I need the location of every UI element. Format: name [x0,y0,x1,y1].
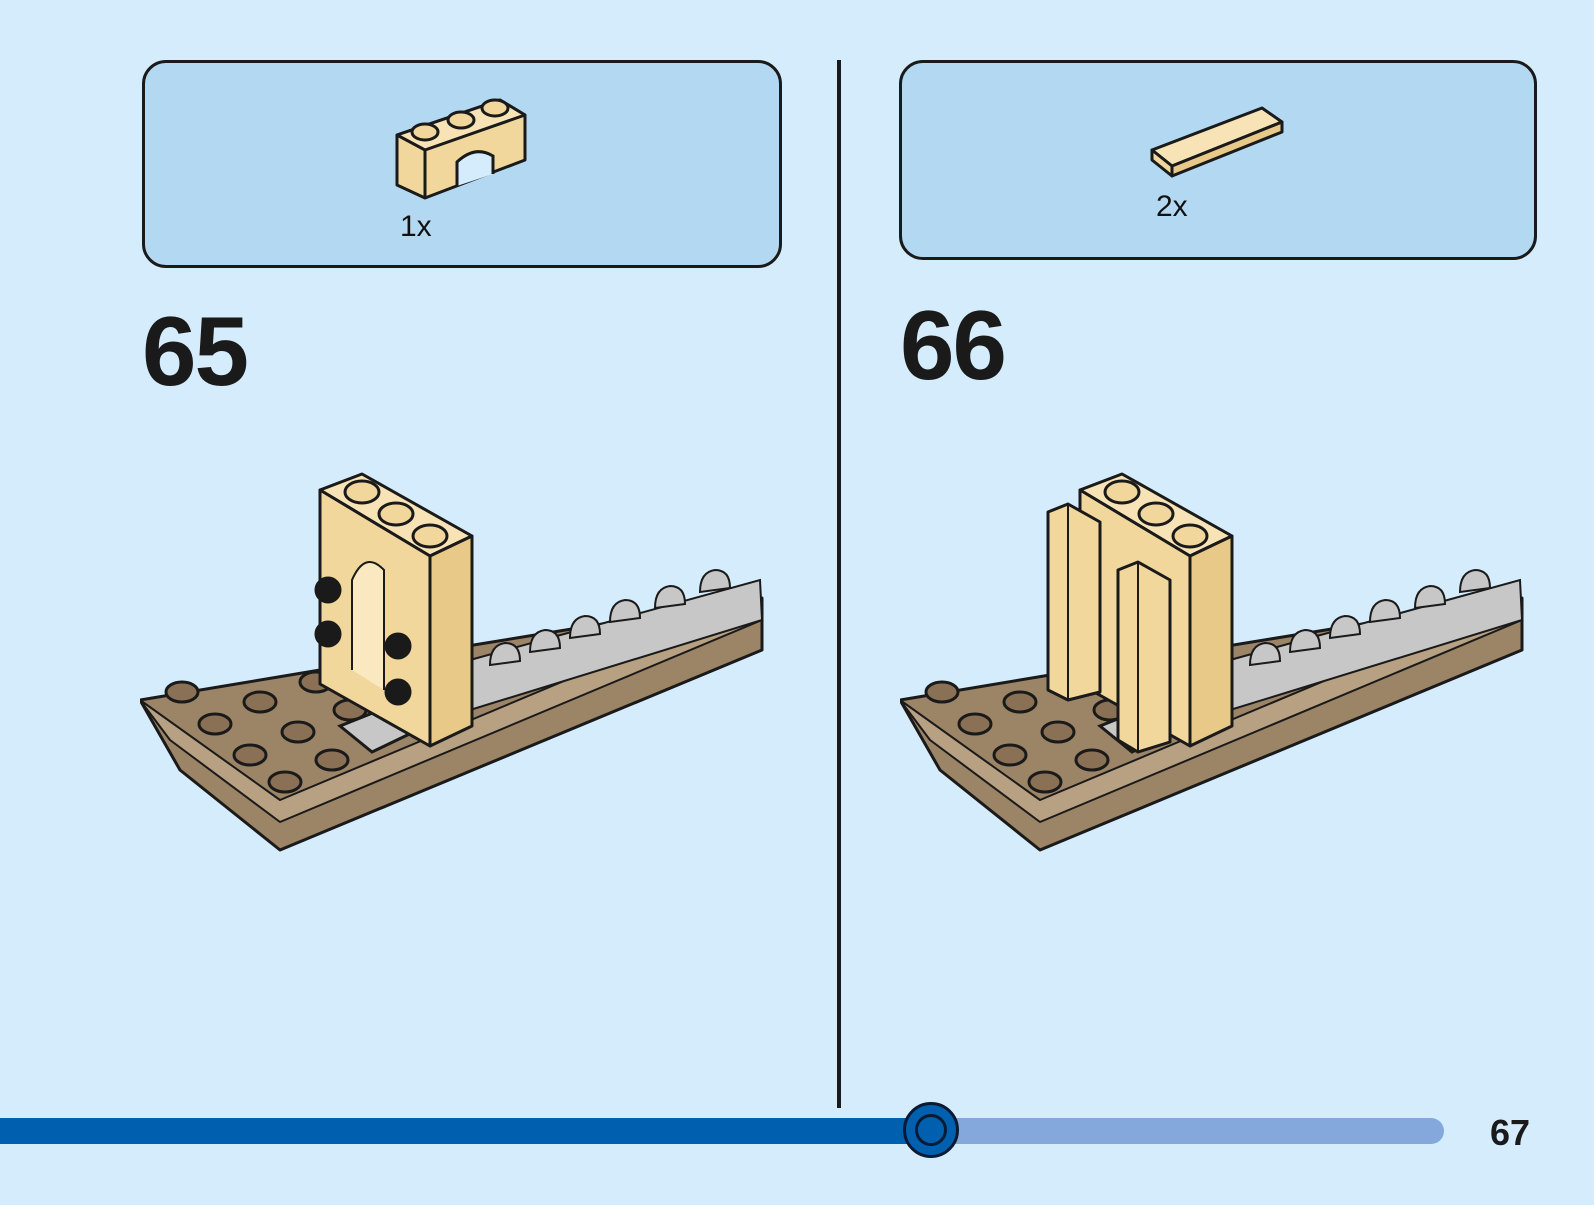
tan-arch-brick-icon [395,98,527,200]
step-number-65: 65 [142,296,249,406]
progress-fill [0,1118,931,1144]
progress-knob [903,1102,959,1158]
parts-quantity-step-65: 1x [400,210,432,243]
parts-callout-step-66 [899,60,1537,260]
step-number-66: 66 [900,290,1007,400]
page-number: 67 [1490,1112,1531,1153]
tan-flat-tile-icon [1150,106,1284,178]
model-illustration-step-65 [140,472,764,852]
parts-quantity-step-66: 2x [1156,190,1188,223]
step-divider [837,60,841,1108]
model-illustration-step-66 [900,472,1524,852]
